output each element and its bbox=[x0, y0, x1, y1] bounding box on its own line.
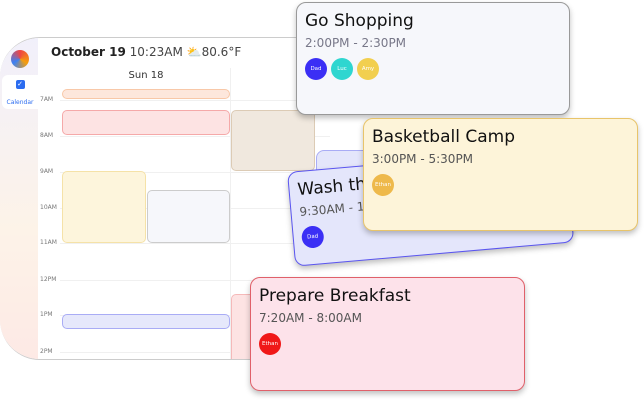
event-card-basketball[interactable]: Basketball Camp 3:00PM - 5:30PM Ethan bbox=[363, 118, 638, 231]
hour-label: 12PM bbox=[40, 276, 57, 283]
header-date: October 19 bbox=[51, 45, 126, 59]
sidebar-item-calendar[interactable]: ✓ Calendar bbox=[2, 75, 38, 109]
hour-line bbox=[60, 100, 330, 101]
hour-label: 11AM bbox=[40, 239, 57, 246]
header-temperature: 80.6°F bbox=[201, 45, 242, 59]
avatar: Amy bbox=[357, 58, 379, 80]
day-header: Sun 18 bbox=[128, 70, 164, 81]
header-time: 10:23AM bbox=[129, 45, 183, 59]
app-logo-icon bbox=[11, 50, 29, 68]
column-divider bbox=[230, 68, 231, 359]
sidebar: ✓ Calendar bbox=[0, 38, 38, 359]
calendar-icon: ✓ bbox=[15, 80, 25, 89]
hour-line bbox=[60, 243, 330, 244]
event-title: Go Shopping bbox=[305, 11, 414, 31]
hour-line bbox=[60, 172, 330, 173]
event-time: 7:20AM - 8:00AM bbox=[259, 311, 362, 325]
hour-label: 10AM bbox=[40, 204, 57, 211]
event-title: Prepare Breakfast bbox=[259, 286, 411, 306]
event-time: 2:00PM - 2:30PM bbox=[305, 36, 407, 50]
calendar-event[interactable] bbox=[62, 171, 146, 243]
hour-label: 2PM bbox=[40, 348, 53, 355]
avatar: Ethan bbox=[259, 333, 281, 355]
event-time: 3:00PM - 5:30PM bbox=[372, 152, 474, 166]
header: October 19 10:23AM ⛅80.6°F bbox=[51, 45, 241, 59]
event-title: Basketball Camp bbox=[372, 127, 515, 147]
calendar-event[interactable] bbox=[147, 190, 230, 243]
avatar: Luc bbox=[331, 58, 353, 80]
avatar: Dad bbox=[300, 225, 325, 249]
calendar-panel: ✓ Calendar October 19 10:23AM ⛅80.6°F Su… bbox=[0, 37, 330, 360]
partly-cloudy-icon: ⛅ bbox=[186, 45, 202, 59]
hour-label: 8AM bbox=[40, 132, 54, 139]
hour-label: 7AM bbox=[40, 96, 54, 103]
event-card-go-shopping[interactable]: Go Shopping 2:00PM - 2:30PM Dad Luc Amy bbox=[296, 2, 570, 115]
hour-line bbox=[60, 280, 330, 281]
calendar-event[interactable] bbox=[62, 110, 230, 135]
hour-line bbox=[60, 136, 330, 137]
hour-line bbox=[60, 352, 330, 353]
calendar-event[interactable] bbox=[62, 89, 230, 99]
event-card-prepare-breakfast[interactable]: Prepare Breakfast 7:20AM - 8:00AM Ethan bbox=[250, 277, 525, 391]
avatar: Dad bbox=[305, 58, 327, 80]
calendar-event[interactable] bbox=[62, 314, 230, 329]
hour-label: 9AM bbox=[40, 168, 54, 175]
hour-label: 1PM bbox=[40, 311, 53, 318]
avatar: Ethan bbox=[372, 174, 394, 196]
calendar-event[interactable] bbox=[231, 110, 315, 171]
sidebar-item-label: Calendar bbox=[6, 99, 34, 106]
